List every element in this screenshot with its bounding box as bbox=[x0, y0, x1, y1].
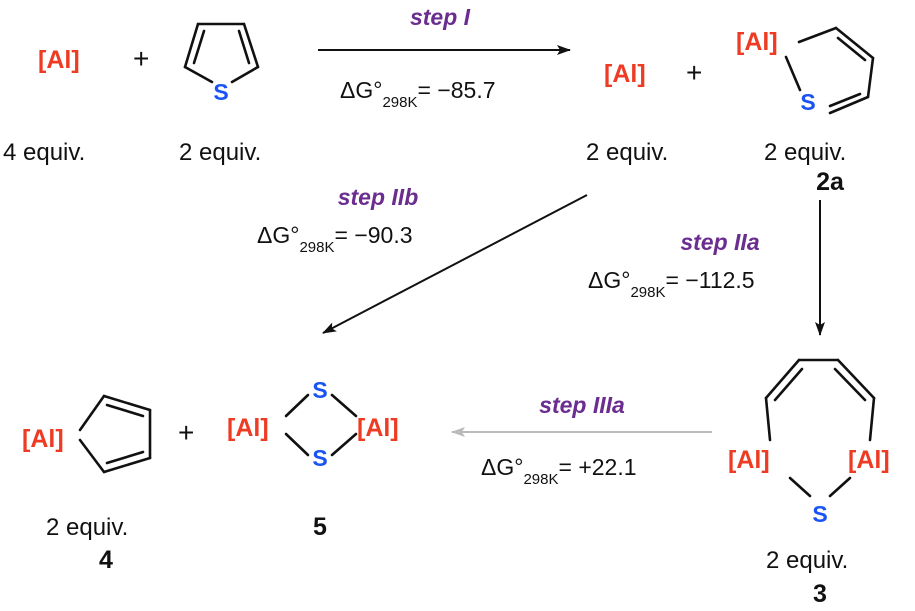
step-iia-label: step IIa bbox=[680, 229, 759, 255]
compound-3-number: 3 bbox=[813, 580, 827, 608]
equiv-3-label: 2 equiv. bbox=[766, 547, 848, 574]
step-iib-label: step IIb bbox=[338, 184, 419, 210]
step-iib-energy: ΔG°298K= −90.3 bbox=[257, 222, 413, 256]
compound-4-number: 4 bbox=[99, 546, 113, 574]
equiv-4-label: 4 equiv. bbox=[3, 139, 85, 166]
compound-2a-number: 2a bbox=[816, 168, 845, 196]
svg-text:ΔG°298K= −112.5: ΔG°298K= −112.5 bbox=[588, 267, 755, 301]
compound-2a-structure: [Al] S bbox=[736, 26, 875, 115]
compound-4-al: [Al] bbox=[22, 425, 64, 453]
thiophene-sulfur: S bbox=[213, 79, 228, 105]
compound-2a-sulfur: S bbox=[800, 89, 815, 115]
compound-5-number: 5 bbox=[313, 513, 327, 541]
thiophene-structure: S bbox=[183, 22, 260, 105]
compound-3-al-left: [Al] bbox=[728, 446, 770, 474]
plus-sign-1: + bbox=[133, 43, 149, 74]
al-reagent-right: [Al] bbox=[604, 60, 646, 88]
step-i-energy: ΔG°298K= −85.7 bbox=[340, 77, 496, 111]
compound-5-sulfur-bottom: S bbox=[312, 445, 327, 471]
step-iiia-energy: ΔG°298K= +22.1 bbox=[481, 454, 637, 488]
compound-5-sulfur-top: S bbox=[312, 377, 327, 403]
svg-text:ΔG°298K= +22.1: ΔG°298K= +22.1 bbox=[481, 454, 637, 488]
plus-sign-2: + bbox=[686, 57, 702, 88]
plus-sign-3: + bbox=[178, 417, 194, 448]
compound-2a-al: [Al] bbox=[736, 28, 778, 56]
svg-text:ΔG°298K= −90.3: ΔG°298K= −90.3 bbox=[257, 222, 413, 256]
step-iib-arrow bbox=[322, 194, 588, 334]
svg-text:ΔG°298K= −85.7: ΔG°298K= −85.7 bbox=[340, 77, 496, 111]
compound-5-structure: [Al] [Al] S S bbox=[227, 377, 399, 471]
step-iiia-label: step IIIa bbox=[539, 392, 625, 418]
compound-5-al-right: [Al] bbox=[357, 414, 399, 442]
compound-5-al-left: [Al] bbox=[227, 414, 269, 442]
compound-3-sulfur: S bbox=[812, 501, 827, 527]
compound-4-structure: [Al] bbox=[22, 394, 152, 474]
step-i-label: step I bbox=[410, 4, 471, 30]
al-reagent-left: [Al] bbox=[38, 46, 80, 74]
equiv-thiophene-label: 2 equiv. bbox=[179, 139, 261, 166]
compound-3-al-right: [Al] bbox=[848, 446, 890, 474]
step-iia-energy: ΔG°298K= −112.5 bbox=[588, 267, 755, 301]
equiv-2a-label: 2 equiv. bbox=[764, 139, 846, 166]
compound-3-structure: [Al] [Al] S bbox=[728, 358, 890, 527]
equiv-4-bottom-label: 2 equiv. bbox=[46, 514, 128, 541]
equiv-al-right-label: 2 equiv. bbox=[586, 139, 668, 166]
